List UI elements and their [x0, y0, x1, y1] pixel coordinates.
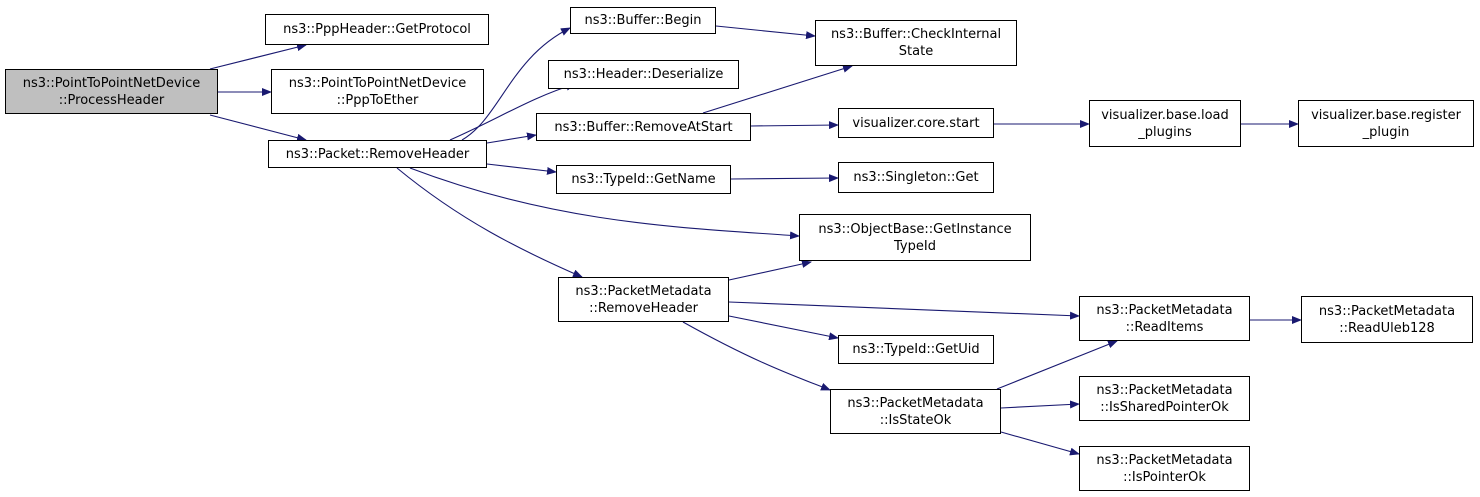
node-label-line: ns3::TypeId::GetName — [571, 172, 716, 187]
edge-buffer-remove-at-start-to-buffer-check-internal-state — [702, 64, 853, 114]
edge-packet-metadata-remove-header-to-packet-metadata-is-state-ok — [682, 321, 831, 391]
node-label-line: ns3::PointToPointNetDevice — [22, 75, 201, 91]
node-header-deserialize[interactable]: ns3::Header::Deserialize — [548, 60, 739, 89]
edge-packet-remove-header-to-buffer-begin — [461, 27, 571, 141]
node-visualizer-base-register-plugin[interactable]: visualizer.base.register_plugin — [1298, 100, 1474, 147]
edge-packet-metadata-remove-header-to-typeid-get-uid — [728, 315, 839, 341]
edge-packet-metadata-remove-header-to-objectbase-get-instance-typeid — [728, 260, 812, 281]
edge-packet-remove-header-to-buffer-remove-at-start — [486, 132, 537, 144]
node-label-line: _plugins — [1138, 124, 1192, 140]
node-packet-remove-header[interactable]: ns3::Packet::RemoveHeader — [268, 140, 487, 168]
node-label-line: ns3::Buffer::Begin — [584, 13, 702, 28]
node-label-line: visualizer.base.load — [1101, 107, 1229, 123]
node-packet-metadata-read-items[interactable]: ns3::PacketMetadata::ReadItems — [1079, 296, 1250, 341]
node-packet-metadata-is-pointer-ok[interactable]: ns3::PacketMetadata::IsPointerOk — [1079, 446, 1250, 491]
node-label-line: ns3::PacketMetadata — [1096, 302, 1233, 318]
node-buffer-begin[interactable]: ns3::Buffer::Begin — [570, 7, 716, 34]
node-label-line: ns3::PacketMetadata — [1096, 452, 1233, 468]
edge-root-to-packet-remove-header — [209, 114, 307, 142]
node-label-line: ns3::Buffer::RemoveAtStart — [554, 119, 733, 135]
node-ppp-get-protocol[interactable]: ns3::PppHeader::GetProtocol — [265, 14, 489, 45]
edge-typeid-get-name-to-singleton-get — [730, 174, 839, 183]
node-label-line: ::IsStateOk — [879, 412, 952, 428]
node-packet-metadata-is-state-ok[interactable]: ns3::PacketMetadata::IsStateOk — [830, 389, 1001, 434]
node-root: ns3::PointToPointNetDevice::ProcessHeade… — [5, 69, 218, 114]
node-label-line: ::IsSharedPointerOk — [1100, 399, 1229, 415]
edge-packet-remove-header-to-packet-metadata-remove-header — [396, 167, 583, 278]
node-label-line: ::ReadItems — [1125, 319, 1204, 335]
node-label-line: State — [898, 44, 934, 59]
node-label-line: ns3::Buffer::CheckInternal — [830, 27, 1002, 42]
node-label-line: ns3::PacketMetadata — [1318, 303, 1456, 319]
edge-root-to-ppp-get-protocol — [209, 43, 307, 70]
edge-buffer-remove-at-start-to-visualizer-core-start — [750, 121, 839, 130]
edge-packet-metadata-remove-header-to-packet-metadata-read-items — [728, 301, 1080, 320]
node-label-line: ns3::TypeId::GetUid — [852, 342, 980, 357]
node-label-line: ns3::Singleton::Get — [853, 170, 979, 185]
node-label-line: ns3::ObjectBase::GetInstance — [818, 221, 1012, 237]
node-label-line: ::PppToEther — [336, 92, 419, 108]
node-label-line: TypeId — [894, 238, 936, 254]
node-label-line: ns3::Packet::RemoveHeader — [285, 146, 470, 162]
node-label-line: ns3::PppHeader::GetProtocol — [283, 22, 471, 37]
node-label-line: ns3::Header::Deserialize — [563, 67, 724, 82]
edge-packet-metadata-is-state-ok-to-packet-metadata-read-items — [996, 340, 1118, 390]
node-label-line: visualizer.base.register — [1311, 107, 1461, 123]
node-label-line: visualizer.core.start — [852, 115, 980, 131]
node-typeid-get-uid[interactable]: ns3::TypeId::GetUid — [838, 335, 994, 364]
node-label-line: ::ProcessHeader — [58, 92, 165, 108]
node-buffer-remove-at-start[interactable]: ns3::Buffer::RemoveAtStart — [536, 113, 751, 141]
node-label-line: ns3::PacketMetadata — [847, 395, 984, 411]
edge-packet-remove-header-to-objectbase-get-instance-typeid — [409, 167, 800, 240]
edge-packet-metadata-is-state-ok-to-packet-metadata-is-pointer-ok — [1000, 431, 1080, 456]
node-typeid-get-name[interactable]: ns3::TypeId::GetName — [556, 165, 731, 194]
node-packet-metadata-remove-header[interactable]: ns3::PacketMetadata::RemoveHeader — [558, 277, 729, 322]
node-label-line: _plugin — [1362, 124, 1410, 140]
edge-packet-metadata-is-state-ok-to-packet-metadata-is-shared-pointer-ok — [1000, 400, 1080, 409]
node-label-line: ::IsPointerOk — [1123, 469, 1206, 485]
node-ppp-to-ether[interactable]: ns3::PointToPointNetDevice::PppToEther — [271, 69, 484, 114]
node-label-line: ns3::PointToPointNetDevice — [288, 75, 467, 91]
node-singleton-get[interactable]: ns3::Singleton::Get — [838, 162, 994, 193]
node-packet-metadata-read-uleb128[interactable]: ns3::PacketMetadata::ReadUleb128 — [1301, 296, 1473, 343]
edge-buffer-begin-to-buffer-check-internal-state — [715, 25, 816, 40]
node-visualizer-base-load-plugins[interactable]: visualizer.base.load_plugins — [1089, 100, 1241, 147]
node-label-line: ns3::PacketMetadata — [575, 283, 712, 299]
node-label-line: ::RemoveHeader — [589, 300, 698, 316]
node-label-line: ns3::PacketMetadata — [1096, 382, 1233, 398]
edge-packet-remove-header-to-typeid-get-name — [486, 163, 557, 175]
node-label-line: ::ReadUleb128 — [1339, 320, 1435, 336]
node-packet-metadata-is-shared-pointer-ok[interactable]: ns3::PacketMetadata::IsSharedPointerOk — [1079, 376, 1250, 421]
node-visualizer-core-start[interactable]: visualizer.core.start — [838, 108, 994, 138]
